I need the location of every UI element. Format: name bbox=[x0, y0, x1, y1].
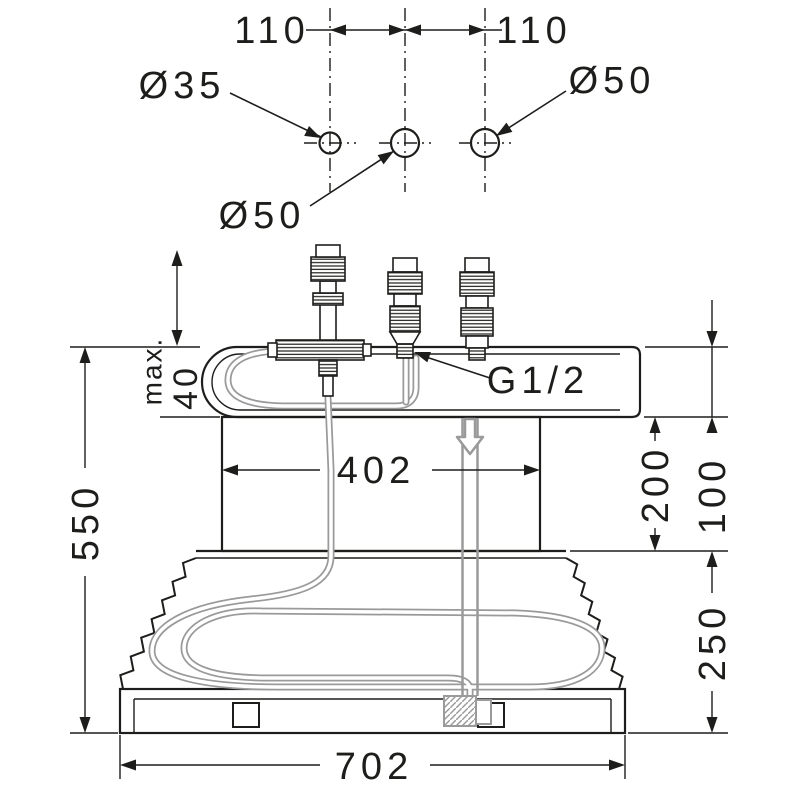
dim-110-left-label: 110 bbox=[234, 10, 310, 52]
dim-hole-spacing: 110 110 bbox=[234, 10, 572, 52]
hose-inner bbox=[150, 396, 604, 699]
dim-250-label: 250 bbox=[692, 603, 734, 681]
skirt-left-serrated-edge bbox=[119, 557, 197, 690]
base-foot-left bbox=[232, 702, 260, 728]
connector-part bbox=[318, 359, 338, 377]
dim-550: 550 bbox=[65, 347, 107, 733]
dim-200: 200 bbox=[635, 417, 677, 551]
label-dia-50-middle: Ø50 bbox=[219, 146, 397, 237]
hole-dia50-right bbox=[469, 127, 501, 159]
dim-250: 250 bbox=[692, 551, 734, 733]
dim-402: 402 bbox=[222, 450, 540, 492]
label-thread: G1/2 bbox=[412, 346, 589, 402]
hole-dia50-middle bbox=[389, 127, 421, 159]
connector-part bbox=[389, 305, 421, 333]
dim-max-value-label: 40 bbox=[167, 364, 205, 410]
dim-200-label: 200 bbox=[635, 445, 677, 523]
connector-middle bbox=[387, 257, 423, 359]
hoses bbox=[148, 347, 606, 701]
connector-part bbox=[319, 280, 337, 294]
connector-right bbox=[459, 257, 495, 361]
thread-g12 bbox=[396, 343, 414, 359]
connector-part bbox=[465, 335, 489, 349]
dim-402-label: 402 bbox=[337, 450, 415, 492]
dim-100-label: 100 bbox=[692, 456, 734, 534]
connector-part bbox=[465, 295, 489, 309]
dia-50-middle-label: Ø50 bbox=[219, 195, 306, 237]
connector-left bbox=[267, 244, 372, 397]
dim-max-prefix-label: max. bbox=[137, 337, 168, 406]
flow-direction-arrow-icon bbox=[455, 417, 485, 456]
front-view: G1/2 402 550 bbox=[65, 244, 734, 788]
connector-part bbox=[459, 271, 495, 297]
thread-label: G1/2 bbox=[487, 360, 589, 402]
hole-dia35 bbox=[318, 131, 342, 155]
connector-part bbox=[393, 293, 417, 307]
connector-part bbox=[464, 257, 490, 273]
extension-lines bbox=[70, 346, 728, 779]
connector-part bbox=[460, 307, 494, 337]
deck-inner-line bbox=[211, 353, 620, 411]
connector-part bbox=[392, 257, 418, 273]
connector-part bbox=[315, 244, 341, 258]
outlet-pipe bbox=[443, 417, 492, 727]
hose-inner bbox=[226, 349, 418, 408]
dim-702-label: 702 bbox=[335, 746, 413, 788]
centerlines bbox=[304, 8, 511, 192]
dim-702: 702 bbox=[120, 746, 625, 788]
label-dia-50-right: Ø50 bbox=[493, 60, 656, 141]
outlet-fitting bbox=[443, 695, 477, 727]
hose-coil bbox=[148, 394, 606, 701]
top-view: 110 110 Ø35 Ø50 Ø50 bbox=[139, 8, 656, 237]
dim-100: 100 bbox=[692, 300, 734, 534]
leader-line bbox=[309, 150, 395, 207]
leader-line bbox=[229, 92, 322, 138]
connector-part bbox=[362, 343, 372, 357]
label-dia-35: Ø35 bbox=[139, 65, 324, 143]
connector-part bbox=[468, 347, 486, 361]
dia-35-label: Ø35 bbox=[139, 65, 226, 107]
hose-deck-loop bbox=[224, 347, 420, 410]
connector-part bbox=[322, 375, 334, 397]
dia-50-right-label: Ø50 bbox=[569, 60, 656, 102]
outlet-fitting-cap bbox=[475, 699, 492, 725]
dim-550-label: 550 bbox=[65, 483, 107, 561]
leader-line bbox=[419, 354, 491, 379]
connector-part bbox=[310, 256, 346, 282]
connector-part bbox=[312, 292, 344, 306]
dim-110-right-label: 110 bbox=[496, 10, 572, 52]
connector-part bbox=[387, 271, 423, 295]
connector-part bbox=[267, 342, 278, 358]
hose-nipple bbox=[275, 339, 365, 361]
dim-max-40: max. 40 bbox=[137, 250, 205, 410]
skirt bbox=[119, 549, 624, 690]
skirt-right-serrated-edge bbox=[565, 557, 624, 690]
